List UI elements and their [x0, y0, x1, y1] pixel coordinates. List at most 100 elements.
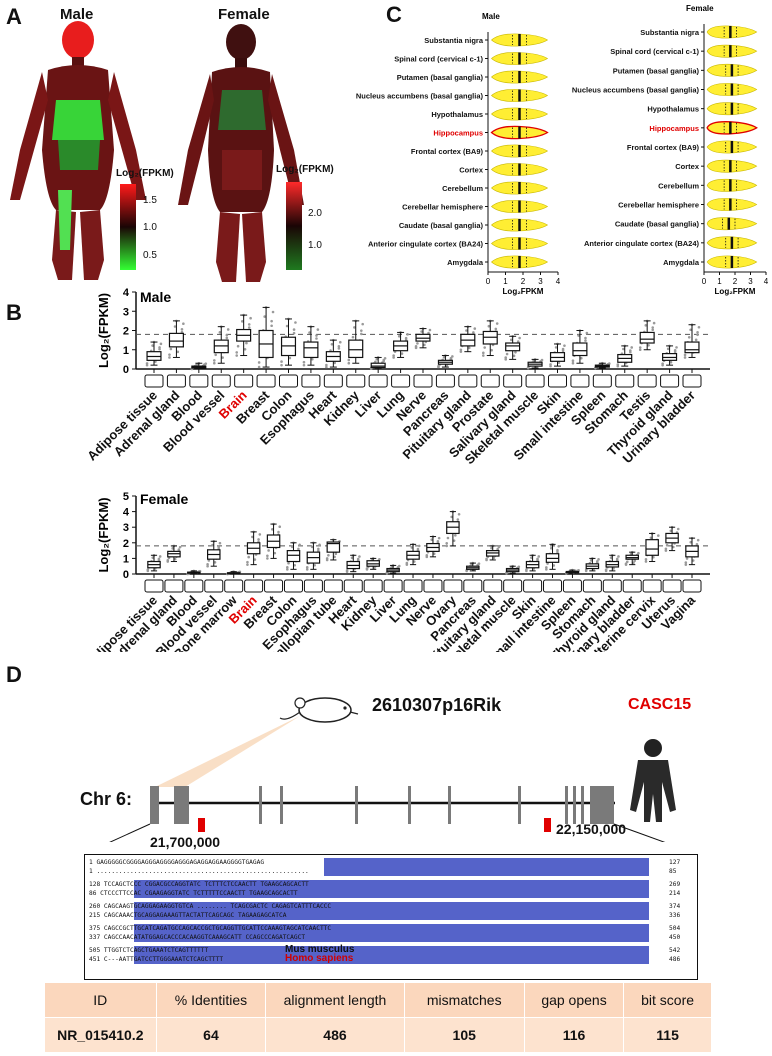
box-data-point	[243, 348, 247, 351]
box-data-point	[247, 326, 251, 329]
box-category-marker	[548, 374, 567, 388]
box-data-point	[257, 538, 260, 541]
box-data-point	[666, 347, 670, 351]
violin-category-label: Amygdala	[447, 258, 484, 267]
box-data-point	[213, 361, 216, 365]
box-data-point	[217, 545, 221, 549]
box-data-point	[240, 320, 244, 323]
violin-x-tick-label: 3	[748, 277, 753, 286]
box-data-point	[684, 561, 688, 564]
box-data-point	[290, 545, 294, 549]
alignment-end-position: 214	[669, 890, 681, 897]
male-body-figure	[10, 21, 146, 280]
box-data-point	[235, 354, 239, 357]
box-y-tick-label: 3	[123, 306, 129, 318]
box-data-point	[696, 333, 699, 337]
box-category-marker	[413, 374, 433, 388]
box-data-point	[417, 544, 421, 548]
box-data-point	[345, 569, 349, 572]
box-data-point	[584, 339, 587, 342]
box-data-point	[490, 546, 493, 550]
body-maps	[10, 21, 304, 282]
box-data-point	[171, 547, 174, 550]
violin-category-label: Cerebellar hemisphere	[402, 203, 483, 212]
box-data-point	[382, 358, 386, 362]
alignment-end-position: 450	[669, 934, 681, 941]
box-data-point	[292, 328, 296, 331]
alignment-end-position: 127	[669, 859, 681, 866]
female-legend-title: Log₂(FPKM)	[276, 164, 334, 175]
box-data-point	[226, 328, 230, 331]
box-data-point	[676, 527, 680, 531]
violin-shape	[706, 44, 758, 58]
box-panel-title: Female	[140, 491, 188, 507]
box-data-point	[622, 347, 625, 351]
violin-category-label: Frontal cortex (BA9)	[411, 147, 484, 156]
box-data-point	[236, 344, 240, 348]
box-data-point	[145, 362, 149, 365]
violin-category-label: Spinal cord (cervical c-1)	[610, 47, 699, 56]
box-data-point	[327, 553, 330, 557]
box-data-point	[632, 561, 635, 565]
box-data-point	[684, 563, 688, 566]
box-data-point	[397, 334, 401, 338]
box-data-point	[214, 353, 217, 357]
box-data-point	[313, 563, 316, 567]
box-data-point	[288, 356, 292, 360]
panel-label-a: A	[6, 4, 22, 29]
table-cell: 116	[523, 1017, 625, 1053]
box-data-point	[561, 347, 565, 351]
box-data-point	[360, 329, 363, 332]
box-data-point	[554, 346, 558, 349]
box-iqr	[303, 341, 319, 359]
box-data-point	[158, 347, 161, 351]
box-data-point	[177, 548, 181, 551]
box-data-point	[154, 360, 157, 363]
male-legend-title: Log₂(FPKM)	[116, 168, 174, 179]
human-gene-label: CASC15	[628, 696, 692, 713]
box-data-point	[280, 363, 283, 367]
box-data-point	[694, 338, 698, 342]
panel-label-c: C	[386, 2, 402, 27]
box-data-point	[625, 560, 629, 564]
box-data-point	[496, 547, 499, 551]
box-data-point	[492, 556, 496, 560]
violin-shape	[706, 25, 758, 39]
box-data-point	[669, 360, 673, 364]
table-cell: NR_015410.2	[44, 1017, 157, 1053]
box-data-point	[585, 331, 589, 335]
box-y-tick-label: 0	[123, 569, 129, 581]
box-data-point	[361, 322, 364, 326]
box-data-point	[604, 568, 608, 571]
box-data-point	[347, 358, 351, 362]
box-iqr	[168, 332, 184, 348]
box-data-point	[317, 547, 320, 551]
box-iqr	[645, 539, 659, 556]
box-data-point	[664, 547, 668, 551]
box-data-point	[661, 362, 664, 365]
box-data-point	[251, 535, 254, 539]
violin-category-label: Cerebellum	[658, 181, 699, 190]
violin-x-tick-label: 2	[521, 277, 526, 286]
box-data-point	[305, 568, 309, 571]
box-data-point	[589, 559, 593, 562]
panel-a-female-title: Female	[218, 6, 270, 23]
box-iqr	[505, 342, 521, 352]
alignment-end-position: 374	[669, 903, 681, 910]
box-data-point	[425, 553, 429, 557]
box-category-marker	[523, 579, 543, 593]
box-data-point	[146, 568, 150, 571]
box-data-point	[552, 564, 556, 567]
box-category-marker	[323, 579, 343, 593]
box-data-point	[297, 547, 300, 551]
box-data-point	[470, 562, 473, 566]
box-data-point	[675, 346, 678, 349]
box-category-marker	[264, 579, 284, 593]
box-data-point	[557, 544, 560, 548]
box-data-point	[257, 365, 261, 369]
box-data-point	[180, 328, 184, 331]
box-data-point	[446, 536, 450, 540]
box-data-point	[267, 549, 270, 552]
table-cell: 486	[265, 1017, 405, 1053]
